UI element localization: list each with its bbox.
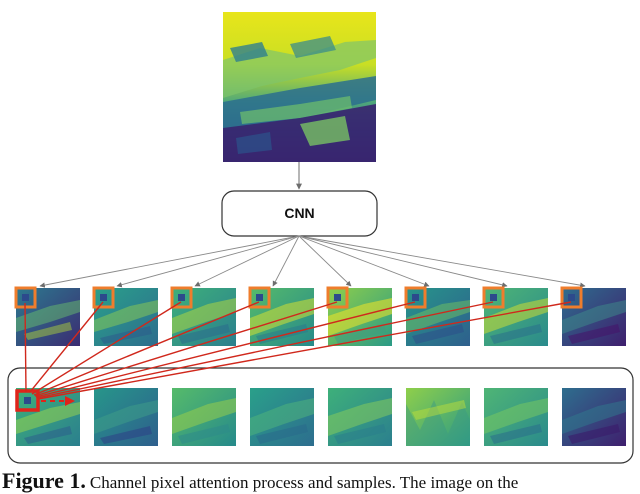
sample-tile-5 [328, 388, 392, 446]
samples-panel [7, 367, 634, 464]
sample-tile-8 [562, 388, 626, 446]
highlight-box [404, 286, 427, 309]
feature-maps-row [14, 286, 626, 346]
samples-row [15, 388, 626, 446]
arrow-to-map-7 [298, 235, 508, 288]
arrow-to-map-3 [194, 235, 300, 287]
attention-link-2 [29, 301, 104, 393]
feature-map-4 [248, 286, 314, 346]
selected-pixel-box [15, 389, 40, 412]
caption-text: Channel pixel attention process and samp… [89, 473, 519, 492]
feature-map-2 [92, 286, 158, 346]
arrow-to-map-4 [272, 235, 300, 287]
attention-link-8 [37, 301, 572, 400]
highlight-box [248, 286, 271, 309]
highlight-box [482, 286, 505, 309]
sample-tile-7 [484, 388, 548, 446]
figure-caption: Figure 1. Channel pixel attention proces… [2, 468, 640, 494]
arrow-to-map-6 [298, 235, 430, 287]
sample-tile-6 [406, 388, 470, 446]
highlight-box [560, 286, 583, 309]
sample-tile-2 [94, 388, 158, 446]
cnn-label: CNN [284, 205, 314, 221]
attention-link-7 [36, 301, 494, 399]
attention-link-6 [35, 301, 416, 398]
attention-link-3 [31, 301, 182, 395]
input-image [223, 12, 376, 162]
arrow-to-map-8 [298, 235, 586, 288]
feature-map-3 [170, 286, 236, 346]
sample-tile-4 [250, 388, 314, 446]
arrow-to-map-5 [298, 235, 352, 287]
figure-label: Figure 1. [2, 468, 86, 493]
attention-link-5 [34, 301, 338, 397]
fanout-arrows [39, 235, 586, 288]
cnn-block: CNN [221, 190, 378, 237]
arrow-to-map-1 [39, 235, 300, 288]
attention-link-1 [24, 302, 27, 393]
sample-tile-3 [172, 388, 236, 446]
attention-link-4 [33, 301, 260, 396]
highlight-box [170, 286, 193, 309]
feature-map-8 [560, 286, 626, 346]
highlight-box [92, 286, 115, 309]
feature-map-1 [14, 286, 80, 346]
arrow-to-map-2 [116, 235, 300, 288]
attention-links [24, 301, 572, 400]
feature-map-7 [482, 286, 548, 346]
feature-map-5 [326, 286, 392, 346]
feature-map-6 [404, 286, 470, 346]
highlight-box [326, 286, 349, 309]
